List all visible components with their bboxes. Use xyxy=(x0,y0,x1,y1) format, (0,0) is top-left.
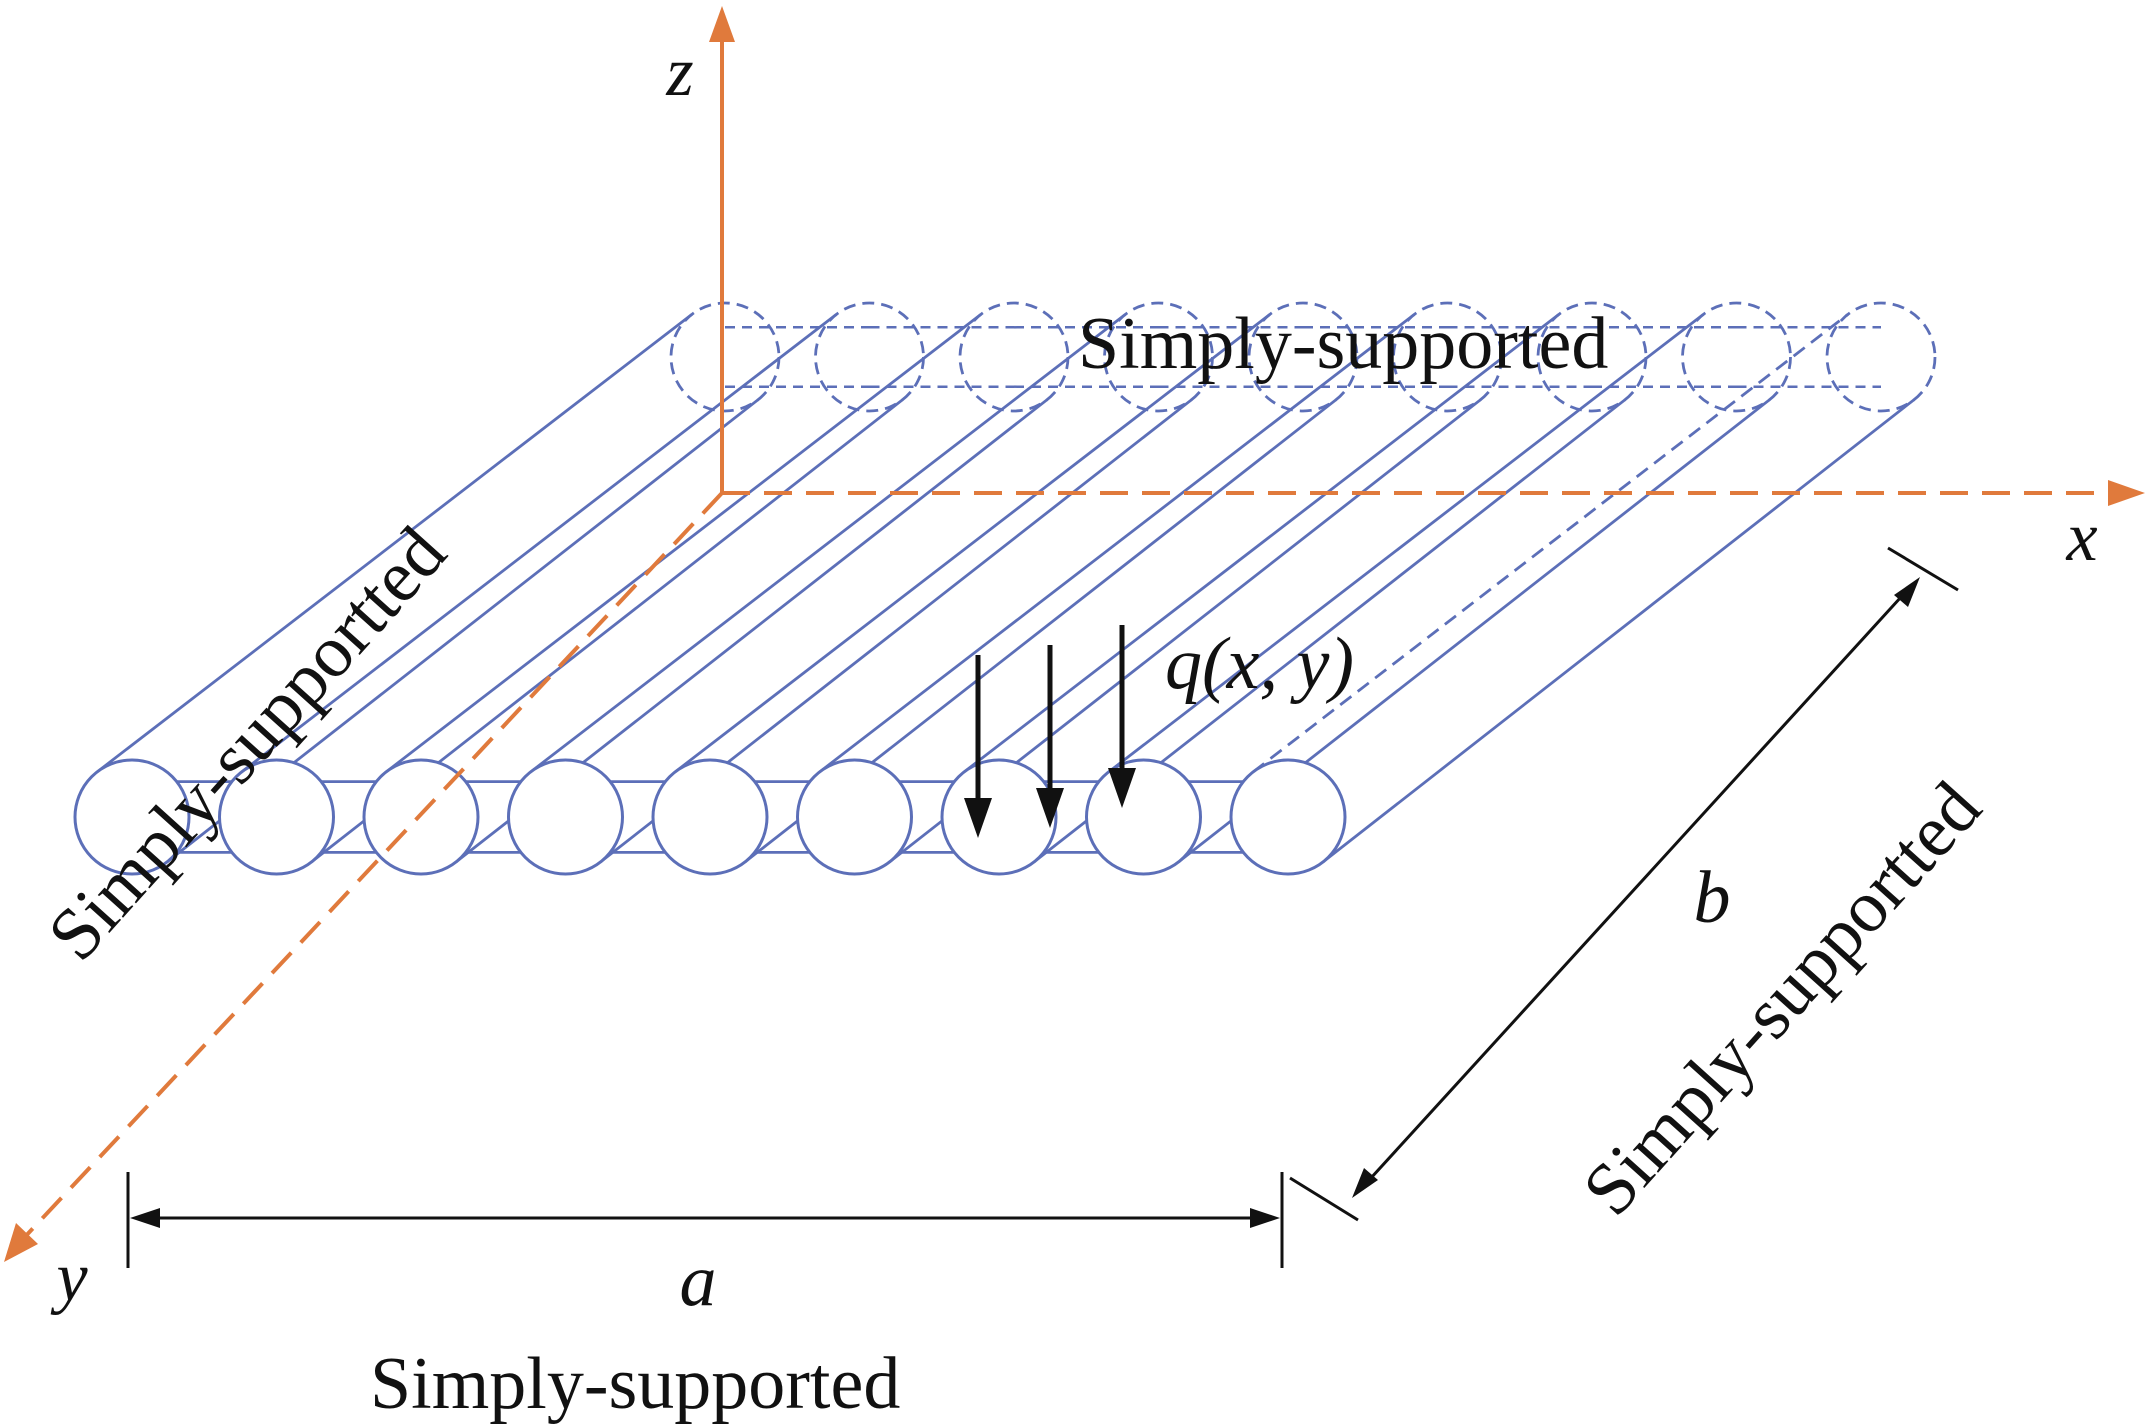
x-axis-arrowhead xyxy=(2108,480,2145,506)
y-axis xyxy=(20,491,724,1242)
tube-side-line xyxy=(1322,398,1915,864)
dim-b-extension-front xyxy=(1289,1176,1359,1222)
top-edge-label: Simply-supported xyxy=(1078,303,1608,385)
tube-side-line xyxy=(818,313,1416,774)
tube-side-line xyxy=(240,313,838,774)
coordinate-axes xyxy=(4,6,2145,1262)
front-tube-end xyxy=(218,758,335,876)
tube-side-line xyxy=(1107,313,1705,774)
tube-side-line xyxy=(963,313,1560,774)
dim-a-arrow-right xyxy=(1250,1208,1280,1228)
load-arrow-head xyxy=(964,798,992,838)
y-axis-label: y xyxy=(50,1239,88,1316)
tube-side-line xyxy=(529,313,1127,774)
tube-side-line xyxy=(385,313,982,774)
bottom-edge-label: Simply-supported xyxy=(370,1343,900,1425)
dim-b-arrow-front xyxy=(1352,1168,1378,1198)
load-label: q(x, y) xyxy=(1165,623,1354,705)
back-tube-end xyxy=(1825,301,1937,413)
dimension-a-label: a xyxy=(680,1240,717,1322)
front-tube-end xyxy=(1085,758,1202,876)
left-edge-label: Simply-supportted xyxy=(32,512,462,976)
dim-b-extension-back xyxy=(1887,546,1959,592)
tube-side-line xyxy=(674,313,1271,774)
dim-b-line xyxy=(1358,583,1914,1192)
z-axis-label: z xyxy=(665,34,693,111)
tube-side-line xyxy=(96,313,693,774)
dim-a-arrow-left xyxy=(130,1208,160,1228)
y-axis-arrowhead xyxy=(4,1223,38,1262)
load-arrow-head xyxy=(1108,768,1136,808)
z-axis-arrowhead xyxy=(709,6,735,42)
front-tube-end xyxy=(507,758,624,876)
load-arrows xyxy=(964,625,1136,838)
load-arrow-head xyxy=(1036,788,1064,828)
back-tube-end xyxy=(1681,301,1792,413)
tube-side-line xyxy=(1252,313,1849,774)
front-tube-end xyxy=(1229,758,1347,876)
front-tube-end xyxy=(796,758,913,876)
front-tube-end xyxy=(651,758,769,876)
dim-b-arrow-back xyxy=(1894,577,1920,607)
tube-bundle xyxy=(73,301,1937,876)
front-tube-end xyxy=(73,758,191,876)
right-edge-label: Simply-supportted xyxy=(1567,767,1997,1231)
x-axis-label: x xyxy=(2065,499,2097,576)
dimension-b-label: b xyxy=(1694,857,1731,939)
dimension-lines xyxy=(126,546,1959,1268)
front-tube-end xyxy=(940,758,1058,876)
